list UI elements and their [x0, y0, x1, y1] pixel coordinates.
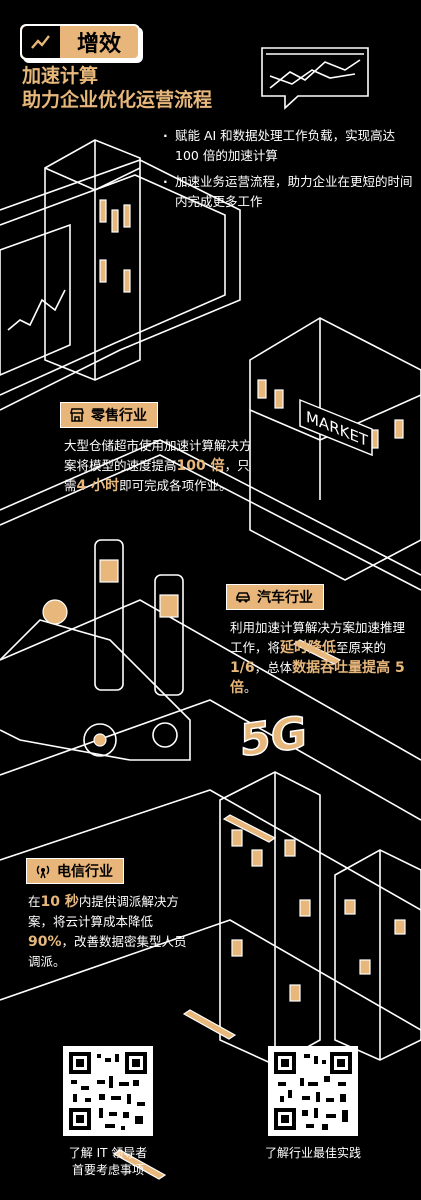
telecom-text-mid: 内提供调派解决方案，将云计算成本降低 — [28, 894, 179, 929]
auto-text-mid1: 至原来的 — [336, 640, 387, 655]
tower-5g-label: 5G — [240, 707, 307, 767]
auto-highlight-latency: 延时降低 — [280, 640, 337, 656]
bullet-item: 加速业务运营流程，助力企业在更短的时间内完成更多工作 — [163, 172, 413, 212]
bullet-item: 赋能 AI 和数据处理工作负载，实现高达 100 倍的加速计算 — [163, 126, 413, 166]
shop-icon — [69, 407, 85, 423]
telecom-text-post: ，改善数据密集型人员调派。 — [28, 934, 187, 969]
auto-text-pre: 利用加速计算解决方案加速推理工作，将 — [230, 620, 406, 655]
telecom-highlight-time: 10 秒 — [40, 894, 79, 910]
telecom-description: 在10 秒内提供调派解决方案，将云计算成本降低 90%，改善数据密集型人员调派。 — [28, 892, 196, 972]
page-title-line2: 助力企业优化运营流程 — [22, 89, 213, 111]
retail-highlight-speed: 100 倍 — [176, 458, 225, 474]
qr-code-it-leaders[interactable] — [63, 1046, 153, 1136]
qr-code-image — [69, 1052, 147, 1130]
qr-code-image — [274, 1052, 352, 1130]
auto-description: 利用加速计算解决方案加速推理工作，将延时降低至原来的 1/6，总体数据吞吐量提高 … — [230, 618, 416, 698]
header-badge-label: 增效 — [76, 32, 121, 57]
page-title-line1: 加速计算 — [22, 65, 99, 87]
qr-caption-it-leaders: 了解 IT 领导者 首要考虑事项 — [48, 1145, 168, 1179]
telecom-highlight-cost: 90% — [28, 934, 62, 950]
auto-tag-label: 汽车行业 — [257, 590, 313, 606]
telecom-tag: 电信行业 — [26, 858, 124, 884]
retail-text-mid: ，只需 — [64, 458, 250, 493]
retail-text-pre: 大型仓储超市使用加速计算解决方案将模型的速度提高 — [64, 438, 252, 473]
qr-caption-line: 首要考虑事项 — [71, 1163, 144, 1177]
auto-highlight-throughput: 数据吞吐量提高 5 倍 — [230, 660, 405, 696]
telecom-text-pre: 在 — [28, 894, 41, 909]
auto-text-post: 。 — [244, 680, 257, 695]
telecom-tag-label: 电信行业 — [57, 864, 113, 880]
auto-highlight-ratio: 1/6 — [230, 660, 255, 676]
line-chart-icon — [22, 26, 60, 58]
retail-description: 大型仓储超市使用加速计算解决方案将模型的速度提高100 倍，只需4 小时即可完成… — [64, 436, 256, 496]
header-badge: 增效 — [20, 24, 140, 60]
retail-tag: 零售行业 — [60, 402, 158, 428]
retail-highlight-time: 4 小时 — [76, 478, 120, 494]
qr-caption-best-practices: 了解行业最佳实践 — [243, 1145, 383, 1162]
qr-caption-line: 了解 IT 领导者 — [68, 1146, 148, 1160]
retail-tag-label: 零售行业 — [91, 408, 147, 424]
intro-bullets: 赋能 AI 和数据处理工作负载，实现高达 100 倍的加速计算 加速业务运营流程… — [163, 126, 413, 218]
retail-text-post: 即可完成各项作业。 — [119, 478, 232, 493]
qr-caption-line: 了解行业最佳实践 — [264, 1146, 361, 1160]
car-icon — [235, 589, 251, 605]
qr-code-best-practices[interactable] — [268, 1046, 358, 1136]
auto-tag: 汽车行业 — [226, 584, 324, 610]
signal-tower-icon — [35, 863, 51, 879]
auto-text-mid2: ，总体 — [254, 660, 293, 675]
